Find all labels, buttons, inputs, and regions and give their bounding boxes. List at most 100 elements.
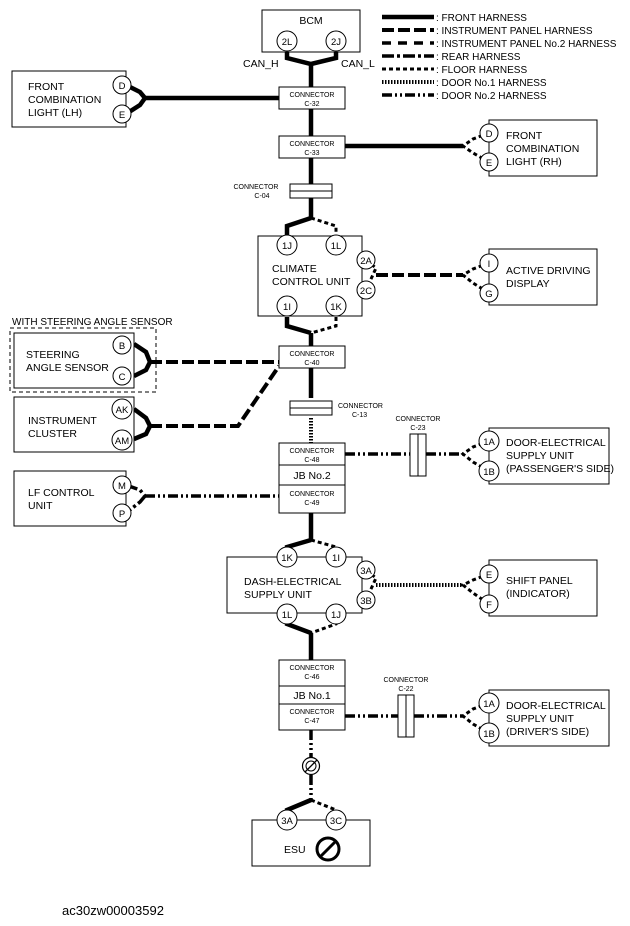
module-label-line: FRONT (506, 130, 543, 142)
pin-circle (325, 546, 347, 568)
active-driving-display: ACTIVE DRIVING DISPLAY I G (479, 248, 598, 306)
pin-label: 1J (282, 241, 292, 252)
junction-block-2: CONNECTOR C-48 JB No.2 CONNECTOR C-49 (278, 442, 346, 514)
pin-circle (356, 280, 376, 300)
connector-word: CONNECTOR (234, 184, 279, 191)
pin-circle (479, 123, 499, 143)
module-label-line: LIGHT (RH) (506, 156, 562, 168)
pin-label: 1L (282, 610, 293, 621)
module-box (13, 470, 127, 527)
wire-door-pass-pins (460, 439, 490, 473)
pin-label: 3B (360, 596, 372, 607)
lf-control-unit: LF CONTROL UNIT M P (13, 470, 132, 527)
pin-circle (112, 503, 132, 523)
steering-angle-sensor: WITH STEERING ANGLE SENSOR STEERING ANGL… (9, 317, 173, 393)
bcm-label: BCM (299, 15, 322, 27)
connector-word: CONNECTOR (290, 141, 335, 148)
module-label-line: DOOR-ELECTRICAL (506, 700, 606, 712)
pin-label: P (119, 509, 125, 520)
module-box (11, 70, 127, 128)
wire-climate-1j (284, 215, 312, 235)
module-label-line: DASH-ELECTRICAL (244, 576, 342, 588)
connector-id: C-47 (304, 718, 319, 725)
module-box (488, 119, 598, 177)
pin-label: G (485, 289, 492, 300)
legend-label: : DOOR No.2 HARNESS (436, 91, 547, 102)
pin-label: 1B (483, 729, 495, 740)
connector-c13: CONNECTOR C-13 (289, 400, 383, 419)
module-label-line: LIGHT (LH) (28, 107, 82, 119)
legend-label: : INSTRUMENT PANEL HARNESS (436, 26, 593, 37)
connector-id: C-13 (352, 412, 367, 419)
pin-circle (111, 429, 133, 451)
connector-id: C-23 (410, 425, 425, 432)
pin-circle (112, 335, 132, 355)
pin-circle (325, 30, 347, 52)
steering-option-note: WITH STEERING ANGLE SENSOR (12, 317, 173, 328)
pin-circle (478, 430, 500, 452)
wire-steering-pins (132, 342, 153, 379)
pin-circle (478, 722, 500, 744)
connector-id: C-46 (304, 674, 319, 681)
pin-label: 1I (283, 302, 291, 313)
pin-label: I (488, 259, 491, 270)
door-supply-unit-passenger: DOOR-ELECTRICAL SUPPLY UNIT (PASSENGER'S… (478, 427, 614, 485)
pin-circle (276, 234, 298, 256)
module-label-line: ACTIVE DRIVING (506, 265, 591, 277)
wire-instrument-c40 (150, 364, 281, 428)
connector-id: C-04 (254, 193, 269, 200)
wire-esu-3c (310, 798, 338, 819)
module-label-line: CLIMATE (272, 263, 317, 275)
module-label-line: SUPPLY UNIT (506, 450, 574, 462)
pin-circle (112, 366, 132, 386)
pin-circle (111, 398, 133, 420)
pin-label: C (119, 372, 126, 383)
connector-c33: CONNECTOR C-33 (278, 135, 346, 159)
climate-control-unit: CLIMATE CONTROL UNIT 1J 1L 1I 1K 2A 2C (257, 234, 376, 317)
module-label-line: INSTRUMENT (28, 415, 97, 427)
pin-label: 3A (281, 816, 293, 827)
pin-circle (356, 590, 376, 610)
module-label-line: (PASSENGER'S SIDE) (506, 463, 614, 475)
pin-circle (479, 283, 499, 303)
bcm-module: BCM 2L 2J CAN_H CAN_L (243, 9, 375, 70)
module-label-line: SUPPLY UNIT (244, 589, 312, 601)
module-label-line: DISPLAY (506, 278, 550, 290)
connector-word: CONNECTOR (290, 491, 335, 498)
legend-label: : REAR HARNESS (436, 52, 521, 63)
connector-id: C-32 (304, 101, 319, 108)
shift-panel-indicator: SHIFT PANEL (INDICATOR) E F (479, 559, 598, 617)
connector-c23: CONNECTOR C-23 (396, 416, 441, 477)
module-label-line: CLUSTER (28, 428, 77, 440)
connector-c04: CONNECTOR C-04 (234, 183, 333, 200)
wire-door-drv-pins (460, 701, 490, 735)
connector-word: CONNECTOR (384, 677, 429, 684)
pin-label: 1K (281, 553, 293, 564)
pin-label: M (118, 481, 126, 492)
connector-box (278, 345, 346, 369)
jb-label: JB No.2 (293, 470, 331, 482)
connector-c32: CONNECTOR C-32 (278, 86, 346, 110)
pin-circle (325, 603, 347, 625)
pin-label: 2C (360, 286, 372, 297)
wire-climate-1l (310, 216, 338, 235)
pin-circle (276, 295, 298, 317)
module-label-line: ANGLE SENSOR (26, 362, 109, 374)
can-h-label: CAN_H (243, 58, 279, 70)
connector-word: CONNECTOR (290, 665, 335, 672)
pin-label: 1J (331, 610, 341, 621)
pin-circle (112, 475, 132, 495)
can-l-label: CAN_L (341, 58, 375, 70)
connector-word: CONNECTOR (396, 416, 441, 423)
module-box (251, 819, 371, 867)
connector-c40: CONNECTOR C-40 (278, 345, 346, 369)
prohibition-icon (315, 836, 341, 862)
pin-circle (276, 546, 298, 568)
module-box (488, 689, 610, 747)
connector-word: CONNECTOR (290, 448, 335, 455)
pin-circle (276, 809, 298, 831)
pin-label: E (486, 158, 492, 169)
connector-word: CONNECTOR (338, 403, 383, 410)
module-label-line: STEERING (26, 349, 80, 361)
wire-climate-1k (310, 317, 338, 335)
